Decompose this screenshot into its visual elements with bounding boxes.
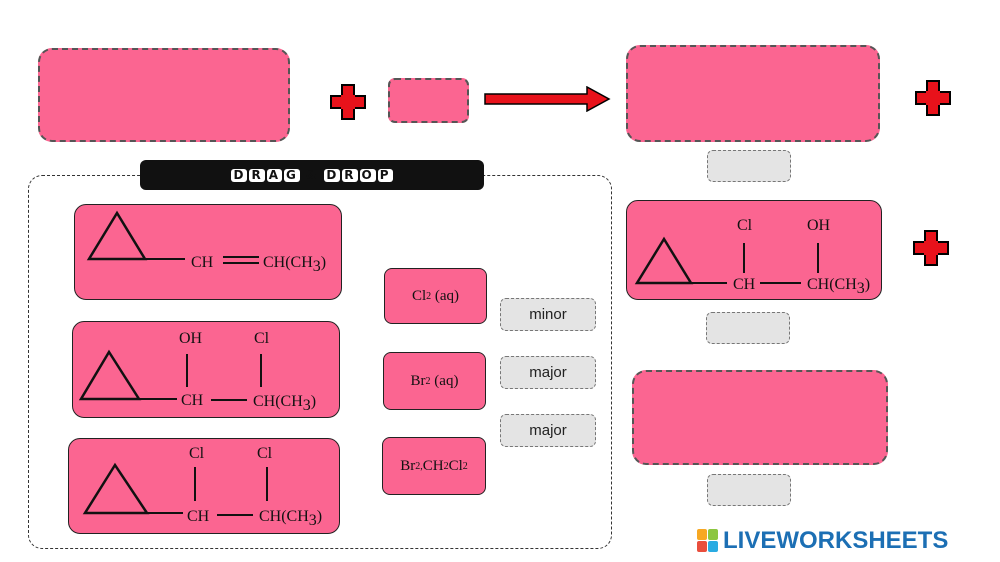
- liveworksheets-logo: LIVEWORKSHEETS: [697, 527, 949, 554]
- draggable-label-major-1[interactable]: major: [500, 356, 596, 389]
- reaction-arrow-icon: [484, 86, 611, 112]
- chlorohydrin-structure: CH CH(CH3) OH Cl: [78, 330, 316, 414]
- chlorohydrin-structure: CH CH(CH3) Cl OH: [634, 217, 870, 297]
- label-drop-zone-1[interactable]: [707, 150, 791, 182]
- dichloride-structure: CH CH(CH3) Cl Cl: [82, 445, 322, 529]
- svg-text:CH(CH3): CH(CH3): [263, 254, 326, 275]
- product-drop-zone-2[interactable]: [632, 370, 888, 465]
- product-drop-zone-1[interactable]: [626, 45, 880, 142]
- svg-text:Cl: Cl: [257, 445, 273, 462]
- svg-text:CH: CH: [191, 254, 214, 271]
- plus-icon: [330, 84, 366, 120]
- draggable-label-minor[interactable]: minor: [500, 298, 596, 331]
- svg-text:CH: CH: [187, 508, 210, 525]
- svg-text:CH(CH3): CH(CH3): [259, 508, 322, 529]
- label-drop-zone-2[interactable]: [706, 312, 790, 344]
- draggable-chlorohydrin-card[interactable]: CH CH(CH3) OH Cl: [72, 321, 340, 418]
- svg-text:Cl: Cl: [254, 330, 270, 347]
- cl-text: Cl: [737, 217, 753, 234]
- oh-text: OH: [807, 217, 831, 234]
- ch-text: CH: [733, 276, 756, 293]
- product-card-chlorohydrin: CH CH(CH3) Cl OH: [626, 200, 882, 300]
- draggable-alkene-card[interactable]: CH CH(CH3): [74, 204, 342, 300]
- draggable-label-major-2[interactable]: major: [500, 414, 596, 447]
- svg-text:CH(CH3): CH(CH3): [253, 393, 316, 414]
- reactant-drop-zone[interactable]: [38, 48, 290, 142]
- logo-text: LIVEWORKSHEETS: [723, 527, 949, 554]
- plus-icon: [915, 80, 951, 116]
- svg-text:OH: OH: [179, 330, 203, 347]
- logo-mark-icon: [697, 529, 719, 553]
- svg-text:CH(CH3): CH(CH3): [807, 276, 870, 297]
- plus-icon: [913, 230, 949, 266]
- draggable-dichloride-card[interactable]: CH CH(CH3) Cl Cl: [68, 438, 340, 534]
- label-drop-zone-3[interactable]: [707, 474, 791, 506]
- reagent-drop-zone[interactable]: [388, 78, 469, 123]
- svg-text:Cl: Cl: [189, 445, 205, 462]
- alkene-structure: CH CH(CH3): [86, 210, 326, 275]
- svg-text:CH: CH: [181, 392, 204, 409]
